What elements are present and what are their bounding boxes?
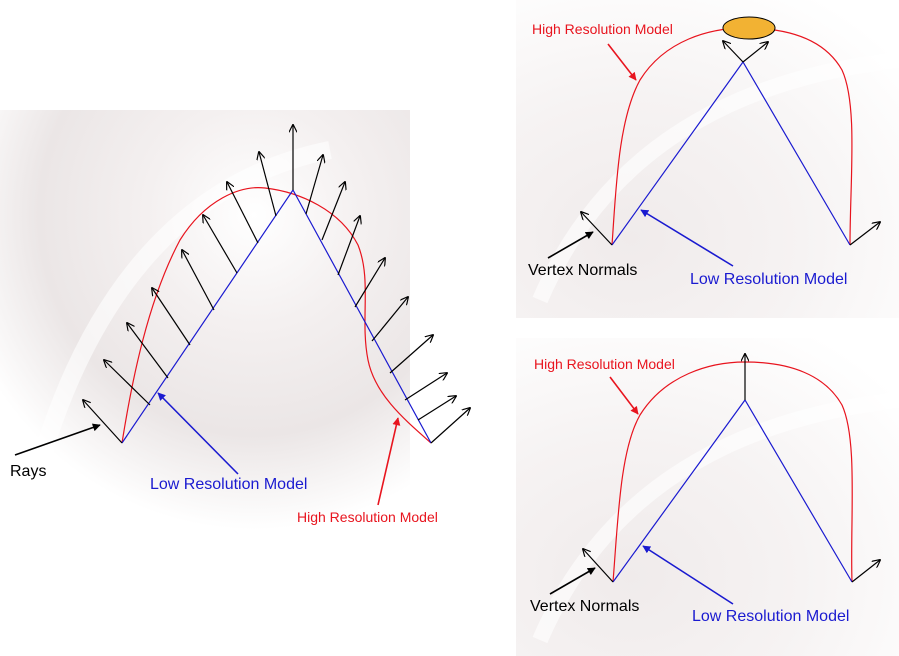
ray-arrow [83, 400, 123, 444]
ray-arrow [203, 215, 238, 274]
left-high-res-curve [121, 187, 432, 444]
bottom-right-high-res-pointer-arrow [609, 376, 639, 415]
ray-arrow [321, 182, 345, 241]
top-right-low-res-label: Low Resolution Model [690, 271, 847, 288]
vertex-normal-arrow [742, 42, 768, 63]
top-right-panel-background [516, 0, 899, 318]
bottom-right-vertex-normals-pointer-arrow [549, 567, 596, 595]
vertex-normal-arrow [849, 222, 880, 246]
rays-label: Rays [10, 463, 46, 480]
ray-arrow [152, 288, 191, 346]
bottom-right-low-res-label: Low Resolution Model [692, 608, 849, 625]
rays-pointer-arrow [14, 423, 101, 456]
top-right-high-res-pointer-arrow [607, 43, 637, 81]
ray-arrow [354, 258, 385, 308]
ray-arrow [371, 297, 408, 342]
left-high-res-pointer-arrow [377, 417, 401, 506]
ray-arrow [404, 373, 447, 401]
top-right-sample-ellipse [722, 16, 776, 40]
bottom-right-vertex-normals [583, 354, 880, 583]
ray-arrow [182, 250, 215, 311]
bottom-right-vertex-normals-label: Vertex Normals [530, 598, 639, 615]
ray-arrow [305, 155, 323, 215]
vertex-normal-arrow [583, 549, 614, 583]
ray-arrow [430, 408, 470, 444]
left-ray-arrows [83, 125, 470, 444]
vertex-normal-arrow [851, 560, 880, 583]
top-right-high-res-label: High Resolution Model [532, 21, 673, 37]
bottom-right-panel-swirl [532, 392, 899, 644]
vertex-normal-arrow [723, 41, 744, 63]
bottom-right-high-res-label: High Resolution Model [534, 356, 675, 372]
ray-arrow [104, 360, 151, 406]
left-low-res-label: Low Resolution Model [150, 476, 307, 493]
bottom-right-panel-background [516, 338, 899, 656]
left-high-res-label: High Resolution Model [297, 509, 438, 525]
ray-arrow [227, 182, 259, 244]
ray-arrow [417, 396, 456, 421]
left-panel: Rays Low Resolution Model High Resolutio… [10, 125, 470, 525]
ray-arrow [337, 216, 360, 276]
vertex-normal-arrow [581, 212, 613, 246]
top-right-vertex-normals-pointer-arrow [547, 231, 594, 259]
top-right-low-res-pointer-arrow [640, 209, 734, 267]
top-right-vertex-normals [581, 41, 880, 246]
bottom-right-panel: High Resolution Model Vertex Normals Low… [530, 354, 880, 625]
top-right-vertex-normals-label: Vertex Normals [528, 262, 637, 279]
left-low-res-pointer-arrow [157, 392, 239, 475]
top-right-panel: High Resolution Model Vertex Normals Low… [528, 16, 880, 288]
ray-arrow [389, 335, 433, 374]
ray-arrow [127, 323, 169, 379]
left-panel-swirl [21, 141, 332, 503]
bottom-right-low-res-pointer-arrow [642, 545, 734, 605]
ray-arrow [259, 152, 277, 217]
